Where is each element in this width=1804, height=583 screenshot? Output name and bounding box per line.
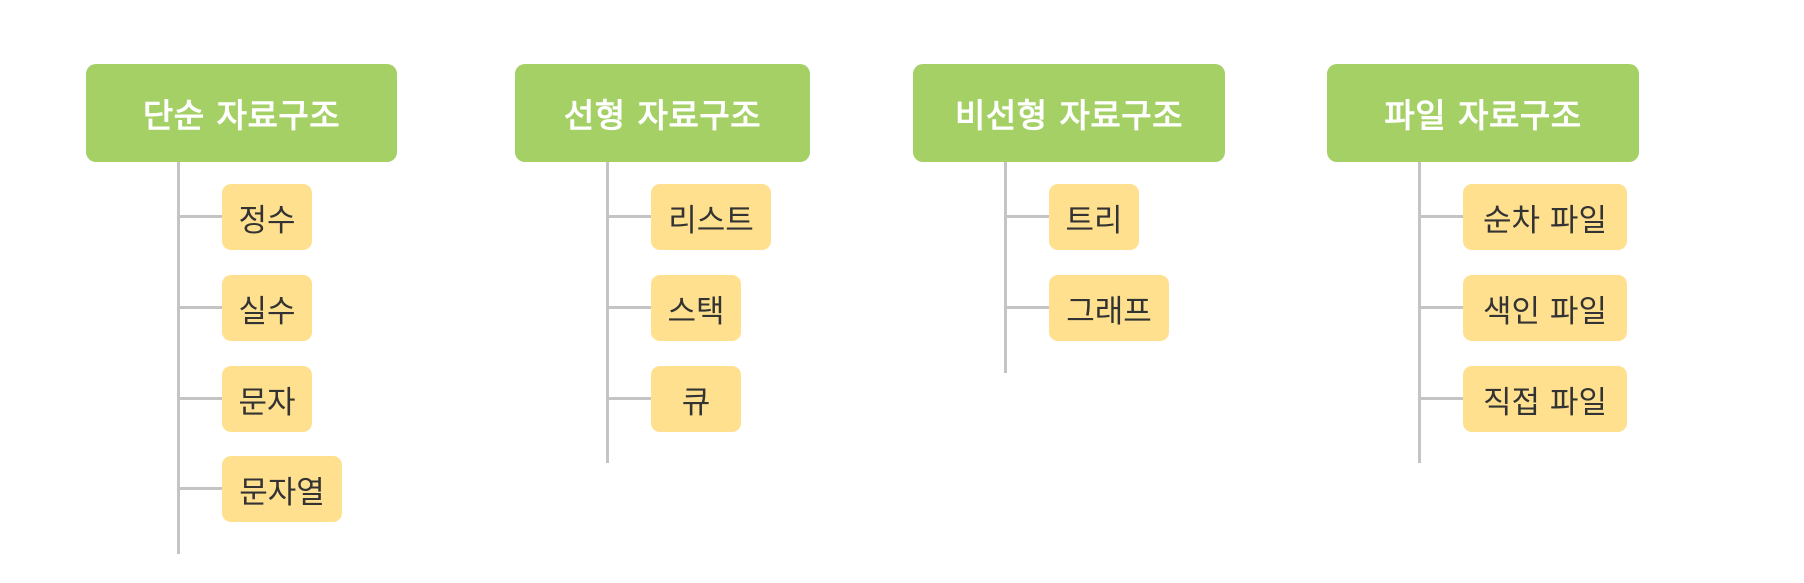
connector-vertical: [1004, 162, 1007, 373]
group-header: 파일 자료구조: [1327, 64, 1639, 162]
connector-vertical: [177, 162, 180, 554]
connector-horizontal: [177, 306, 223, 309]
leaf-item: 색인 파일: [1463, 275, 1627, 341]
leaf-item: 큐: [651, 366, 741, 432]
leaf-item: 트리: [1049, 184, 1139, 250]
group-linear: 선형 자료구조 리스트 스택 큐: [515, 64, 810, 463]
connector-horizontal: [1418, 215, 1464, 218]
leaf-item: 실수: [222, 275, 312, 341]
connector-horizontal: [1004, 215, 1050, 218]
connector-vertical: [1418, 162, 1421, 463]
group-simple: 단순 자료구조 정수 실수 문자 문자열: [86, 64, 397, 554]
connector-horizontal: [1418, 397, 1464, 400]
connector-horizontal: [177, 215, 223, 218]
group-nonlinear: 비선형 자료구조 트리 그래프: [913, 64, 1225, 373]
leaf-item: 그래프: [1049, 275, 1169, 341]
connector-horizontal: [1418, 306, 1464, 309]
connector-horizontal: [177, 487, 223, 490]
group-header: 단순 자료구조: [86, 64, 397, 162]
connector-horizontal: [606, 306, 652, 309]
leaf-item: 직접 파일: [1463, 366, 1627, 432]
connector-horizontal: [606, 397, 652, 400]
connector-horizontal: [1004, 306, 1050, 309]
leaf-item: 문자: [222, 366, 312, 432]
leaf-item: 리스트: [651, 184, 771, 250]
leaf-item: 문자열: [222, 456, 342, 522]
connector-horizontal: [606, 215, 652, 218]
connector-vertical: [606, 162, 609, 463]
leaf-item: 정수: [222, 184, 312, 250]
connector-horizontal: [177, 397, 223, 400]
leaf-item: 스택: [651, 275, 741, 341]
group-file: 파일 자료구조 순차 파일 색인 파일 직접 파일: [1327, 64, 1639, 463]
leaf-item: 순차 파일: [1463, 184, 1627, 250]
group-header: 비선형 자료구조: [913, 64, 1225, 162]
group-header: 선형 자료구조: [515, 64, 810, 162]
